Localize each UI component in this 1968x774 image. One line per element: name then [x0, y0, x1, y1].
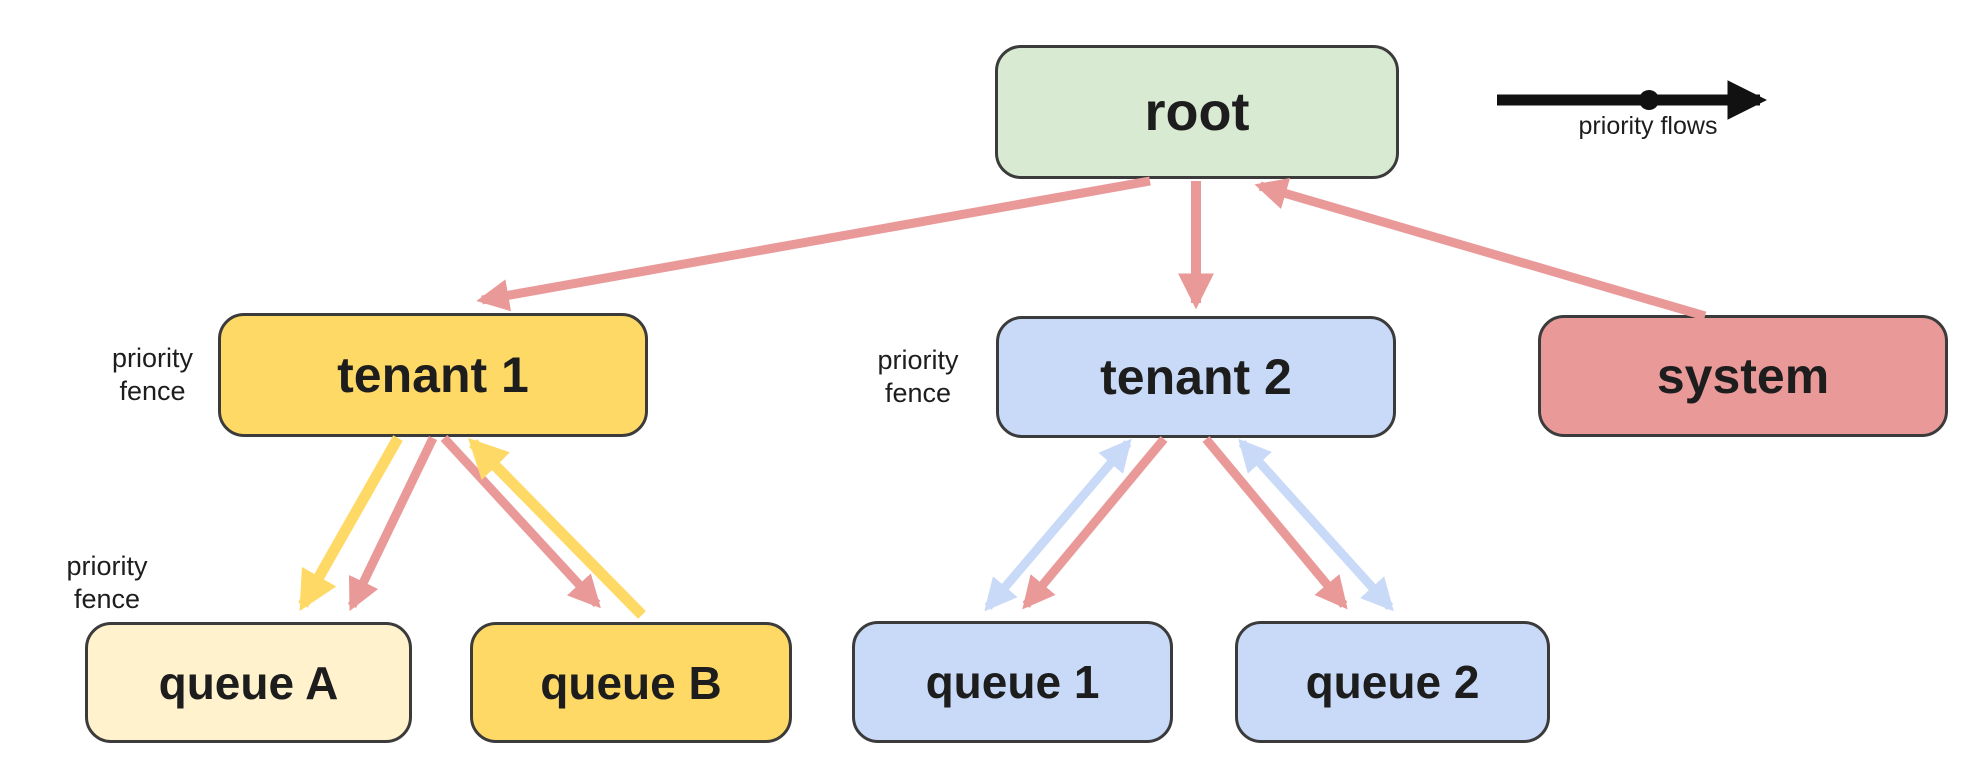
priority-fence-label-tenant-2: priority fence [877, 345, 959, 408]
node-system: system [1538, 315, 1948, 437]
node-root-label: root [1144, 82, 1250, 142]
node-tenant-1: tenant 1 [218, 313, 648, 437]
edge-root-to-tenant-1 [476, 176, 1151, 312]
edge-system-to-root [1254, 177, 1707, 321]
edge-tenant-1-to-queue-a-yellow [298, 435, 403, 612]
node-queue-b-label: queue B [540, 656, 722, 709]
edge-tenant-2-to-queue-1-pink [1022, 436, 1168, 610]
node-tenant-1-label: tenant 1 [337, 347, 529, 403]
node-queue-2: queue 2 [1235, 621, 1550, 743]
node-tenant-2-label: tenant 2 [1100, 349, 1292, 405]
node-queue-a: queue A [85, 622, 412, 743]
edge-tenant-2-queue-1-blue [984, 438, 1132, 612]
node-queue-b: queue B [470, 622, 792, 743]
edge-tenant-2-to-queue-2-pink [1202, 436, 1348, 610]
edge-tenant-1-to-queue-b-pink [440, 434, 601, 609]
node-tenant-2: tenant 2 [996, 316, 1396, 438]
edge-tenant-1-to-queue-a-pink [347, 436, 438, 612]
legend-label: priority flows [1578, 112, 1718, 140]
node-system-label: system [1656, 348, 1830, 404]
node-queue-2-label: queue 2 [1305, 656, 1480, 708]
node-queue-a-label: queue A [158, 656, 339, 709]
priority-fence-label-queue-level: priority fence [66, 551, 148, 614]
edge-tenant-2-queue-2-blue [1238, 438, 1394, 612]
priority-fence-label-tenant-1: priority fence [111, 343, 193, 406]
edge-queue-b-to-tenant-1-yellow [468, 438, 646, 619]
node-queue-1-label: queue 1 [925, 656, 1100, 708]
legend-midpoint-dot-icon [1639, 90, 1659, 110]
node-root: root [995, 45, 1399, 179]
node-queue-1: queue 1 [852, 621, 1173, 743]
